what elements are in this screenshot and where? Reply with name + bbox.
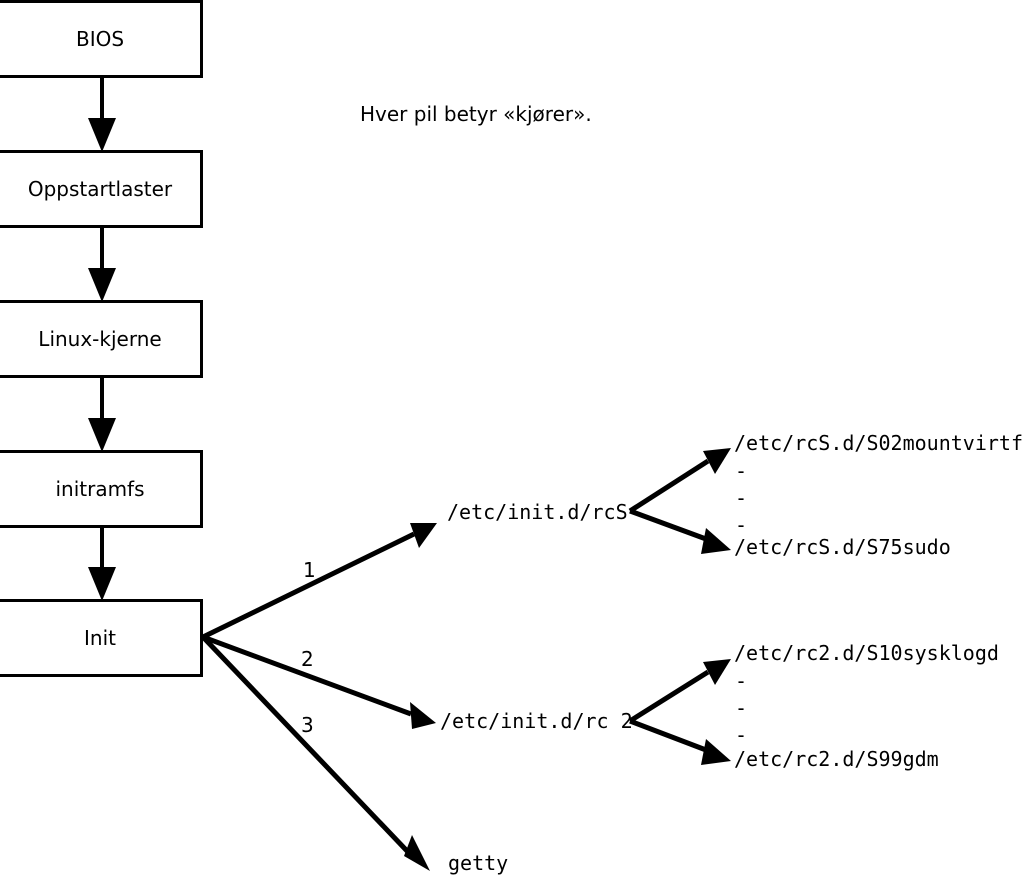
ellipsis-dash-rc2-2: - — [735, 696, 748, 720]
process-box-label: initramfs — [55, 477, 145, 501]
arrow-init-to-rcs — [201, 523, 437, 640]
arrow-initramfs-to-init — [88, 527, 116, 601]
ellipsis-dash-rc2-3: - — [735, 723, 748, 747]
process-box-initramfs[interactable]: initramfs — [0, 450, 203, 528]
process-box-bootloader[interactable]: Oppstartlaster — [0, 150, 203, 228]
arrow-bootloader-to-kernel — [88, 228, 116, 302]
branch-number-3: 3 — [301, 713, 314, 737]
ellipsis-dash-rc2-1: - — [735, 669, 748, 693]
script-rc2-last[interactable]: /etc/rc2.d/S99gdm — [734, 747, 939, 771]
process-box-label: Linux-kjerne — [38, 327, 162, 351]
process-box-linux-kernel[interactable]: Linux-kjerne — [0, 300, 203, 378]
process-box-label: BIOS — [75, 27, 125, 51]
process-box-label: Oppstartlaster — [27, 177, 173, 201]
arrow-init-to-getty — [201, 635, 430, 871]
ellipsis-dash-rcs-1: - — [735, 459, 748, 483]
branch-target-rcs[interactable]: /etc/init.d/rcS — [447, 500, 628, 524]
process-box-init[interactable]: Init — [0, 599, 203, 677]
branch-target-rc2[interactable]: /etc/init.d/rc 2 — [440, 709, 633, 733]
arrow-rc2-to-last-script — [629, 718, 731, 765]
arrow-rcs-to-first-script — [628, 448, 731, 514]
arrow-kernel-to-initramfs — [88, 378, 116, 452]
process-box-bios[interactable]: BIOS — [0, 0, 203, 78]
script-rc2-first[interactable]: /etc/rc2.d/S10sysklogd — [734, 641, 999, 665]
script-rcs-first[interactable]: /etc/rcS.d/S02mountvirtfs — [734, 431, 1024, 455]
ellipsis-dash-rcs-3: - — [735, 513, 748, 537]
arrow-init-to-rc2 — [202, 634, 436, 729]
branch-number-2: 2 — [301, 647, 314, 671]
script-rcs-last[interactable]: /etc/rcS.d/S75sudo — [734, 535, 951, 559]
diagram-caption: Hver pil betyr «kjører». — [360, 102, 592, 126]
branch-target-getty[interactable]: getty — [448, 851, 509, 875]
arrow-rc2-to-first-script — [628, 659, 731, 724]
ellipsis-dash-rcs-2: - — [735, 486, 748, 510]
arrow-rcs-to-last-script — [629, 508, 731, 554]
branch-number-1: 1 — [303, 558, 316, 582]
process-box-label: Init — [84, 626, 116, 650]
arrow-bios-to-bootloader — [88, 78, 116, 152]
